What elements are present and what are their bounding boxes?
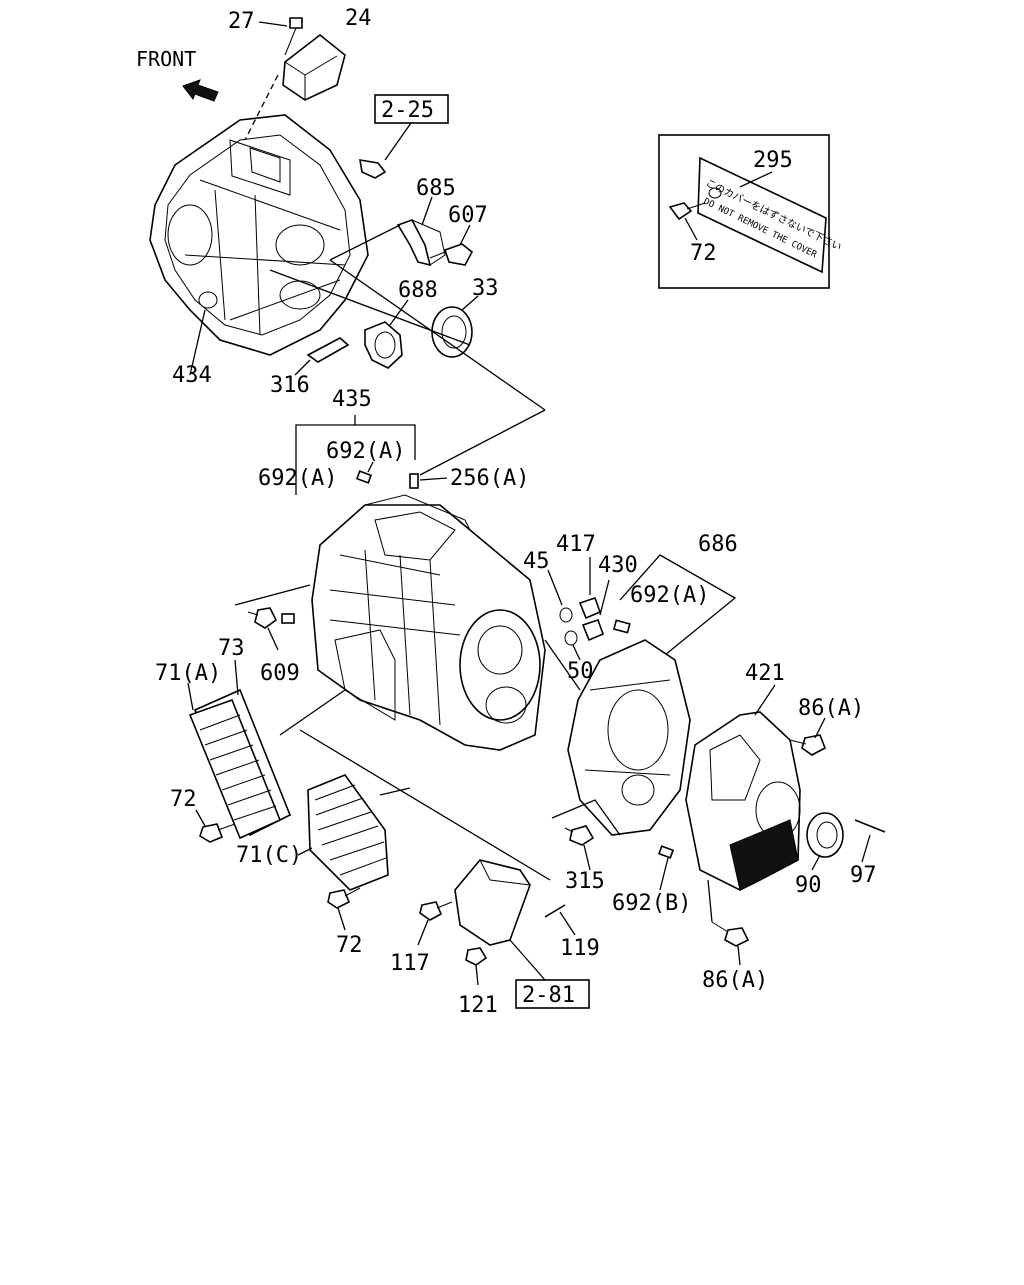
bracket-686 xyxy=(619,554,737,656)
bolt-117 xyxy=(417,901,453,946)
plate-316 xyxy=(294,337,350,376)
transmission-case xyxy=(311,494,546,751)
callout-256a: 256(A) xyxy=(450,466,529,491)
bolt-315 xyxy=(551,799,621,871)
front-indicator: FRONT xyxy=(136,47,219,102)
front-label: FRONT xyxy=(136,47,196,71)
callout-117: 117 xyxy=(390,951,430,976)
stud-119 xyxy=(544,904,576,936)
dowels-top xyxy=(355,461,448,489)
callout-33: 33 xyxy=(472,276,499,301)
callout-688: 688 xyxy=(398,278,438,303)
callout-97: 97 xyxy=(850,863,877,888)
callout-295: 295 xyxy=(753,148,793,173)
seal-688 xyxy=(364,299,409,369)
callout-71a: 71(A) xyxy=(155,661,221,686)
callout-692b: 692(B) xyxy=(612,891,691,916)
ref-box-2-25[interactable]: 2-25 xyxy=(374,94,449,161)
callout-435: 435 xyxy=(332,387,372,412)
callout-50: 50 xyxy=(567,659,594,684)
pto-cover xyxy=(454,859,531,946)
callout-86a-bottom: 86(A) xyxy=(702,968,768,993)
stud-97 xyxy=(854,819,886,863)
side-cover-71c xyxy=(297,729,551,891)
callout-316: 316 xyxy=(270,373,310,398)
callout-692a-left: 692(A) xyxy=(258,466,337,491)
plugs-and-orings xyxy=(547,557,610,661)
seal-90 xyxy=(806,812,844,871)
svg-text:2-25: 2-25 xyxy=(381,98,434,123)
callout-692a-right: 692(A) xyxy=(630,583,709,608)
callout-72-inset: 72 xyxy=(690,241,717,266)
dowel-692b xyxy=(657,845,675,891)
callout-417: 417 xyxy=(556,532,596,557)
cover-24 xyxy=(244,33,346,141)
callout-72-left: 72 xyxy=(170,787,197,812)
callout-24: 24 xyxy=(345,6,372,31)
callout-315: 315 xyxy=(565,869,605,894)
bolt-icon xyxy=(359,159,387,179)
callouts: 27 24 685 607 688 33 434 316 435 692(A) … xyxy=(155,6,877,1018)
bracket-685 xyxy=(396,196,446,267)
warning-plate-inset: このカバーをはずさないで下さい DO NOT REMOVE THE COVER … xyxy=(658,134,843,289)
bolt-607 xyxy=(429,224,474,266)
callout-685: 685 xyxy=(416,176,456,201)
callout-609: 609 xyxy=(260,661,300,686)
callout-72-bottom: 72 xyxy=(336,933,363,958)
bolt-27 xyxy=(258,17,303,56)
callout-607: 607 xyxy=(448,203,488,228)
callout-71c: 71(C) xyxy=(236,843,302,868)
bolt-72-bottom xyxy=(327,887,361,931)
bolt-icon xyxy=(668,202,693,221)
callout-73: 73 xyxy=(218,636,245,661)
callout-121: 121 xyxy=(458,993,498,1018)
callout-27: 27 xyxy=(228,9,255,34)
callout-430: 430 xyxy=(598,553,638,578)
callout-90: 90 xyxy=(795,873,822,898)
bolt-72-left xyxy=(195,809,236,843)
callout-86a-top: 86(A) xyxy=(798,696,864,721)
callout-692a-top: 692(A) xyxy=(326,439,405,464)
callout-686: 686 xyxy=(698,532,738,557)
bolt-86a-bottom xyxy=(707,879,750,966)
callout-119: 119 xyxy=(560,936,600,961)
bracket-435 xyxy=(295,415,416,495)
bolt-86a-top xyxy=(789,717,826,756)
svg-text:2-81: 2-81 xyxy=(522,983,575,1008)
side-cover-73 xyxy=(187,659,346,840)
callout-434: 434 xyxy=(172,363,212,388)
clutch-housing-434 xyxy=(149,114,369,356)
intermediate-cover-686 xyxy=(544,639,691,836)
assembly-lines-upper xyxy=(189,224,546,476)
fin-hatching xyxy=(729,819,799,891)
callout-45: 45 xyxy=(523,549,550,574)
extension-housing-421 xyxy=(685,684,801,891)
ref-box-2-81[interactable]: 2-81 xyxy=(509,939,590,1009)
nut-121 xyxy=(465,947,488,986)
front-arrow-icon xyxy=(182,79,219,102)
callout-421: 421 xyxy=(745,661,785,686)
dowel-icon xyxy=(612,619,631,634)
bolt-609 xyxy=(234,584,311,651)
seal-33 xyxy=(431,295,479,358)
